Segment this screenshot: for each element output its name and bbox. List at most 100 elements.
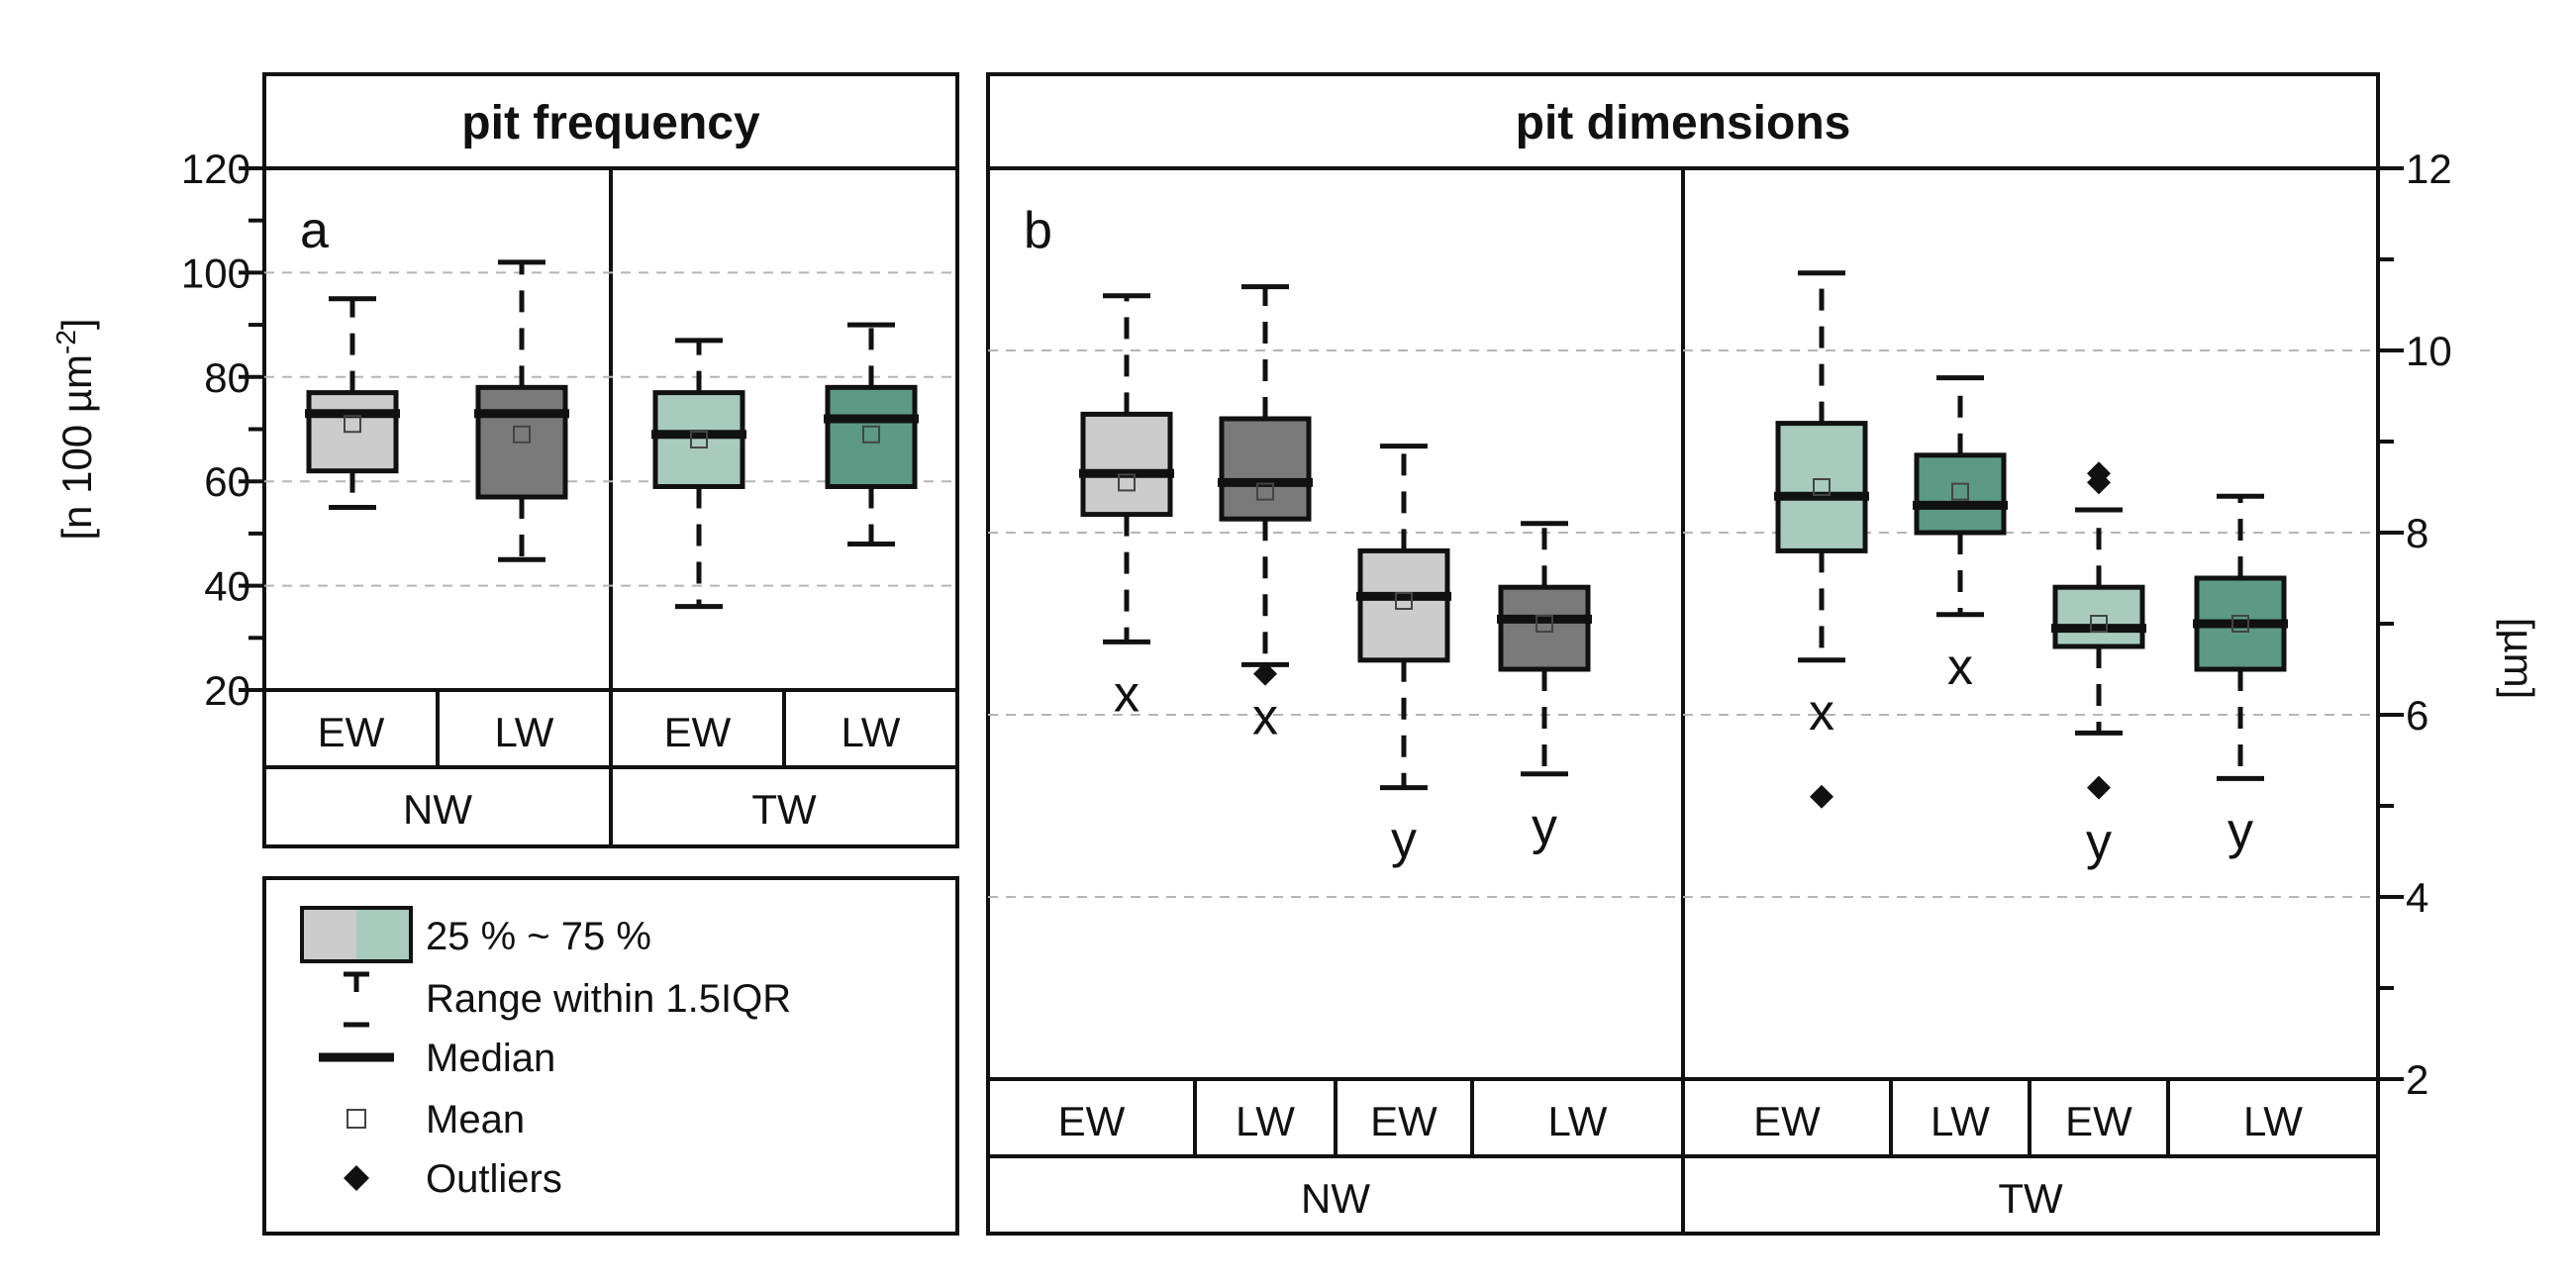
significance-letter: y [2086, 814, 2112, 871]
y-tick-label: 12 [2406, 146, 2452, 192]
mean-marker [344, 415, 361, 434]
box-iqr [1357, 547, 1450, 663]
mean-marker [690, 431, 708, 449]
y-tick-label: 8 [2406, 510, 2428, 556]
group-label: NW [1301, 1175, 1370, 1222]
mean-marker [1536, 615, 1553, 633]
y-tick-label: 4 [2406, 874, 2428, 921]
panel-title: pit dimensions [1516, 97, 1851, 149]
box-iqr [1080, 411, 1173, 518]
box-iqr [2052, 584, 2145, 649]
legend-item: 25 % ~ 75 % [300, 906, 651, 963]
legend-item: Outliers [344, 1157, 562, 1201]
significance-letter: y [1532, 798, 1557, 855]
box-plot: x [1079, 293, 1174, 723]
mean-marker [2231, 615, 2249, 633]
legend-label: Range within 1.5IQR [426, 977, 791, 1021]
mean-marker [1118, 473, 1136, 492]
panel-title: pit frequency [461, 97, 760, 149]
box-plot: y [2193, 493, 2288, 859]
box-iqr [1914, 452, 2007, 536]
panel-letter: a [300, 202, 329, 259]
significance-letter: x [1114, 665, 1139, 723]
significance-letter: y [1391, 812, 1417, 869]
box-plot: x [1774, 270, 1869, 809]
category-label: EW [1753, 1098, 1821, 1144]
y-tick-label: 60 [204, 458, 250, 505]
legend-box-outline [300, 906, 413, 963]
box-iqr [825, 384, 918, 489]
mean-marker [1951, 482, 1969, 501]
y-tick-label: 80 [204, 354, 250, 401]
category-label: EW [1058, 1098, 1126, 1144]
group-label: TW [1998, 1175, 2063, 1222]
box-plot: y [1497, 521, 1592, 855]
box-iqr [652, 390, 745, 489]
y-axis-label: [µm] [2496, 618, 2542, 700]
category-label: LW [495, 709, 554, 755]
y-axis-label-superscript: -2 [50, 330, 81, 354]
box-plot: y [2051, 461, 2146, 871]
y-axis-label: [n 100 µm-2] [50, 318, 100, 540]
category-label: EW [2065, 1098, 2132, 1144]
category-label: EW [318, 709, 385, 755]
mean-marker [862, 425, 880, 444]
box-plot [824, 322, 919, 546]
legend-label: Mean [426, 1098, 525, 1141]
y-tick-label: 20 [204, 667, 250, 714]
panel-b-pit-dimensions: pit dimensions b 2 4 6 8 10 12 [µm] EW LW EW LW EW LW E… [986, 72, 2542, 1236]
legend-box-swatch-green [356, 908, 411, 961]
mean-marker [513, 425, 531, 444]
panel-a-pit-frequency: pit frequency a 20 40 60 80 100 120 [n 100 µm-2]… [50, 72, 959, 848]
category-label: EW [1370, 1098, 1437, 1144]
group-label: NW [403, 786, 472, 833]
outlier-marker [2087, 461, 2111, 486]
box-plot [651, 338, 746, 610]
legend-item: Median [319, 1037, 555, 1080]
outlier-marker [1253, 661, 1277, 686]
outlier-marker [1810, 784, 1833, 809]
y-tick-label: 100 [181, 249, 250, 296]
legend-label: Median [426, 1037, 555, 1080]
significance-letter: x [1947, 639, 1973, 696]
legend-item: Range within 1.5IQR [344, 971, 791, 1028]
significance-letter: x [1252, 688, 1278, 745]
box-iqr [1498, 584, 1591, 672]
mean-marker [1395, 592, 1413, 610]
legend-box-swatch-gray [302, 908, 356, 961]
box-iqr [1219, 416, 1312, 522]
y-tick-label: 10 [2406, 328, 2452, 374]
box-plot: x [1218, 284, 1313, 745]
legend-item: Mean [347, 1098, 525, 1141]
y-tick-label: 40 [204, 563, 250, 610]
significance-letter: x [1809, 684, 1834, 742]
y-tick-label: 2 [2406, 1056, 2428, 1103]
category-label: LW [1931, 1098, 1990, 1144]
legend-label: Outliers [426, 1157, 562, 1201]
y-axis-label-bracket: ] [53, 318, 100, 330]
mean-marker [2090, 615, 2108, 633]
category-label: EW [664, 709, 732, 755]
mean-marker [1256, 482, 1274, 501]
outlier-marker [2087, 775, 2111, 800]
category-label: LW [2243, 1098, 2303, 1144]
y-tick-label: 6 [2406, 692, 2428, 739]
legend-outlier-diamond [344, 1165, 369, 1191]
box-plot [474, 259, 569, 562]
legend: 25 % ~ 75 % Range within 1.5IQR MedianMean… [262, 876, 959, 1236]
mean-marker [1813, 478, 1831, 496]
box-iqr [1775, 421, 1868, 553]
category-label: LW [1236, 1098, 1295, 1144]
box-plot: x [1913, 375, 2008, 696]
significance-letter: y [2228, 802, 2253, 859]
group-label: TW [751, 786, 817, 833]
legend-label: 25 % ~ 75 % [426, 915, 651, 958]
box-plot [305, 296, 400, 511]
category-label: LW [842, 709, 901, 755]
box-plot: y [1356, 444, 1451, 869]
legend-mean-square [347, 1109, 366, 1129]
legend-frame [262, 876, 959, 1236]
panel-letter: b [1024, 202, 1052, 259]
y-tick-label: 120 [181, 146, 250, 192]
